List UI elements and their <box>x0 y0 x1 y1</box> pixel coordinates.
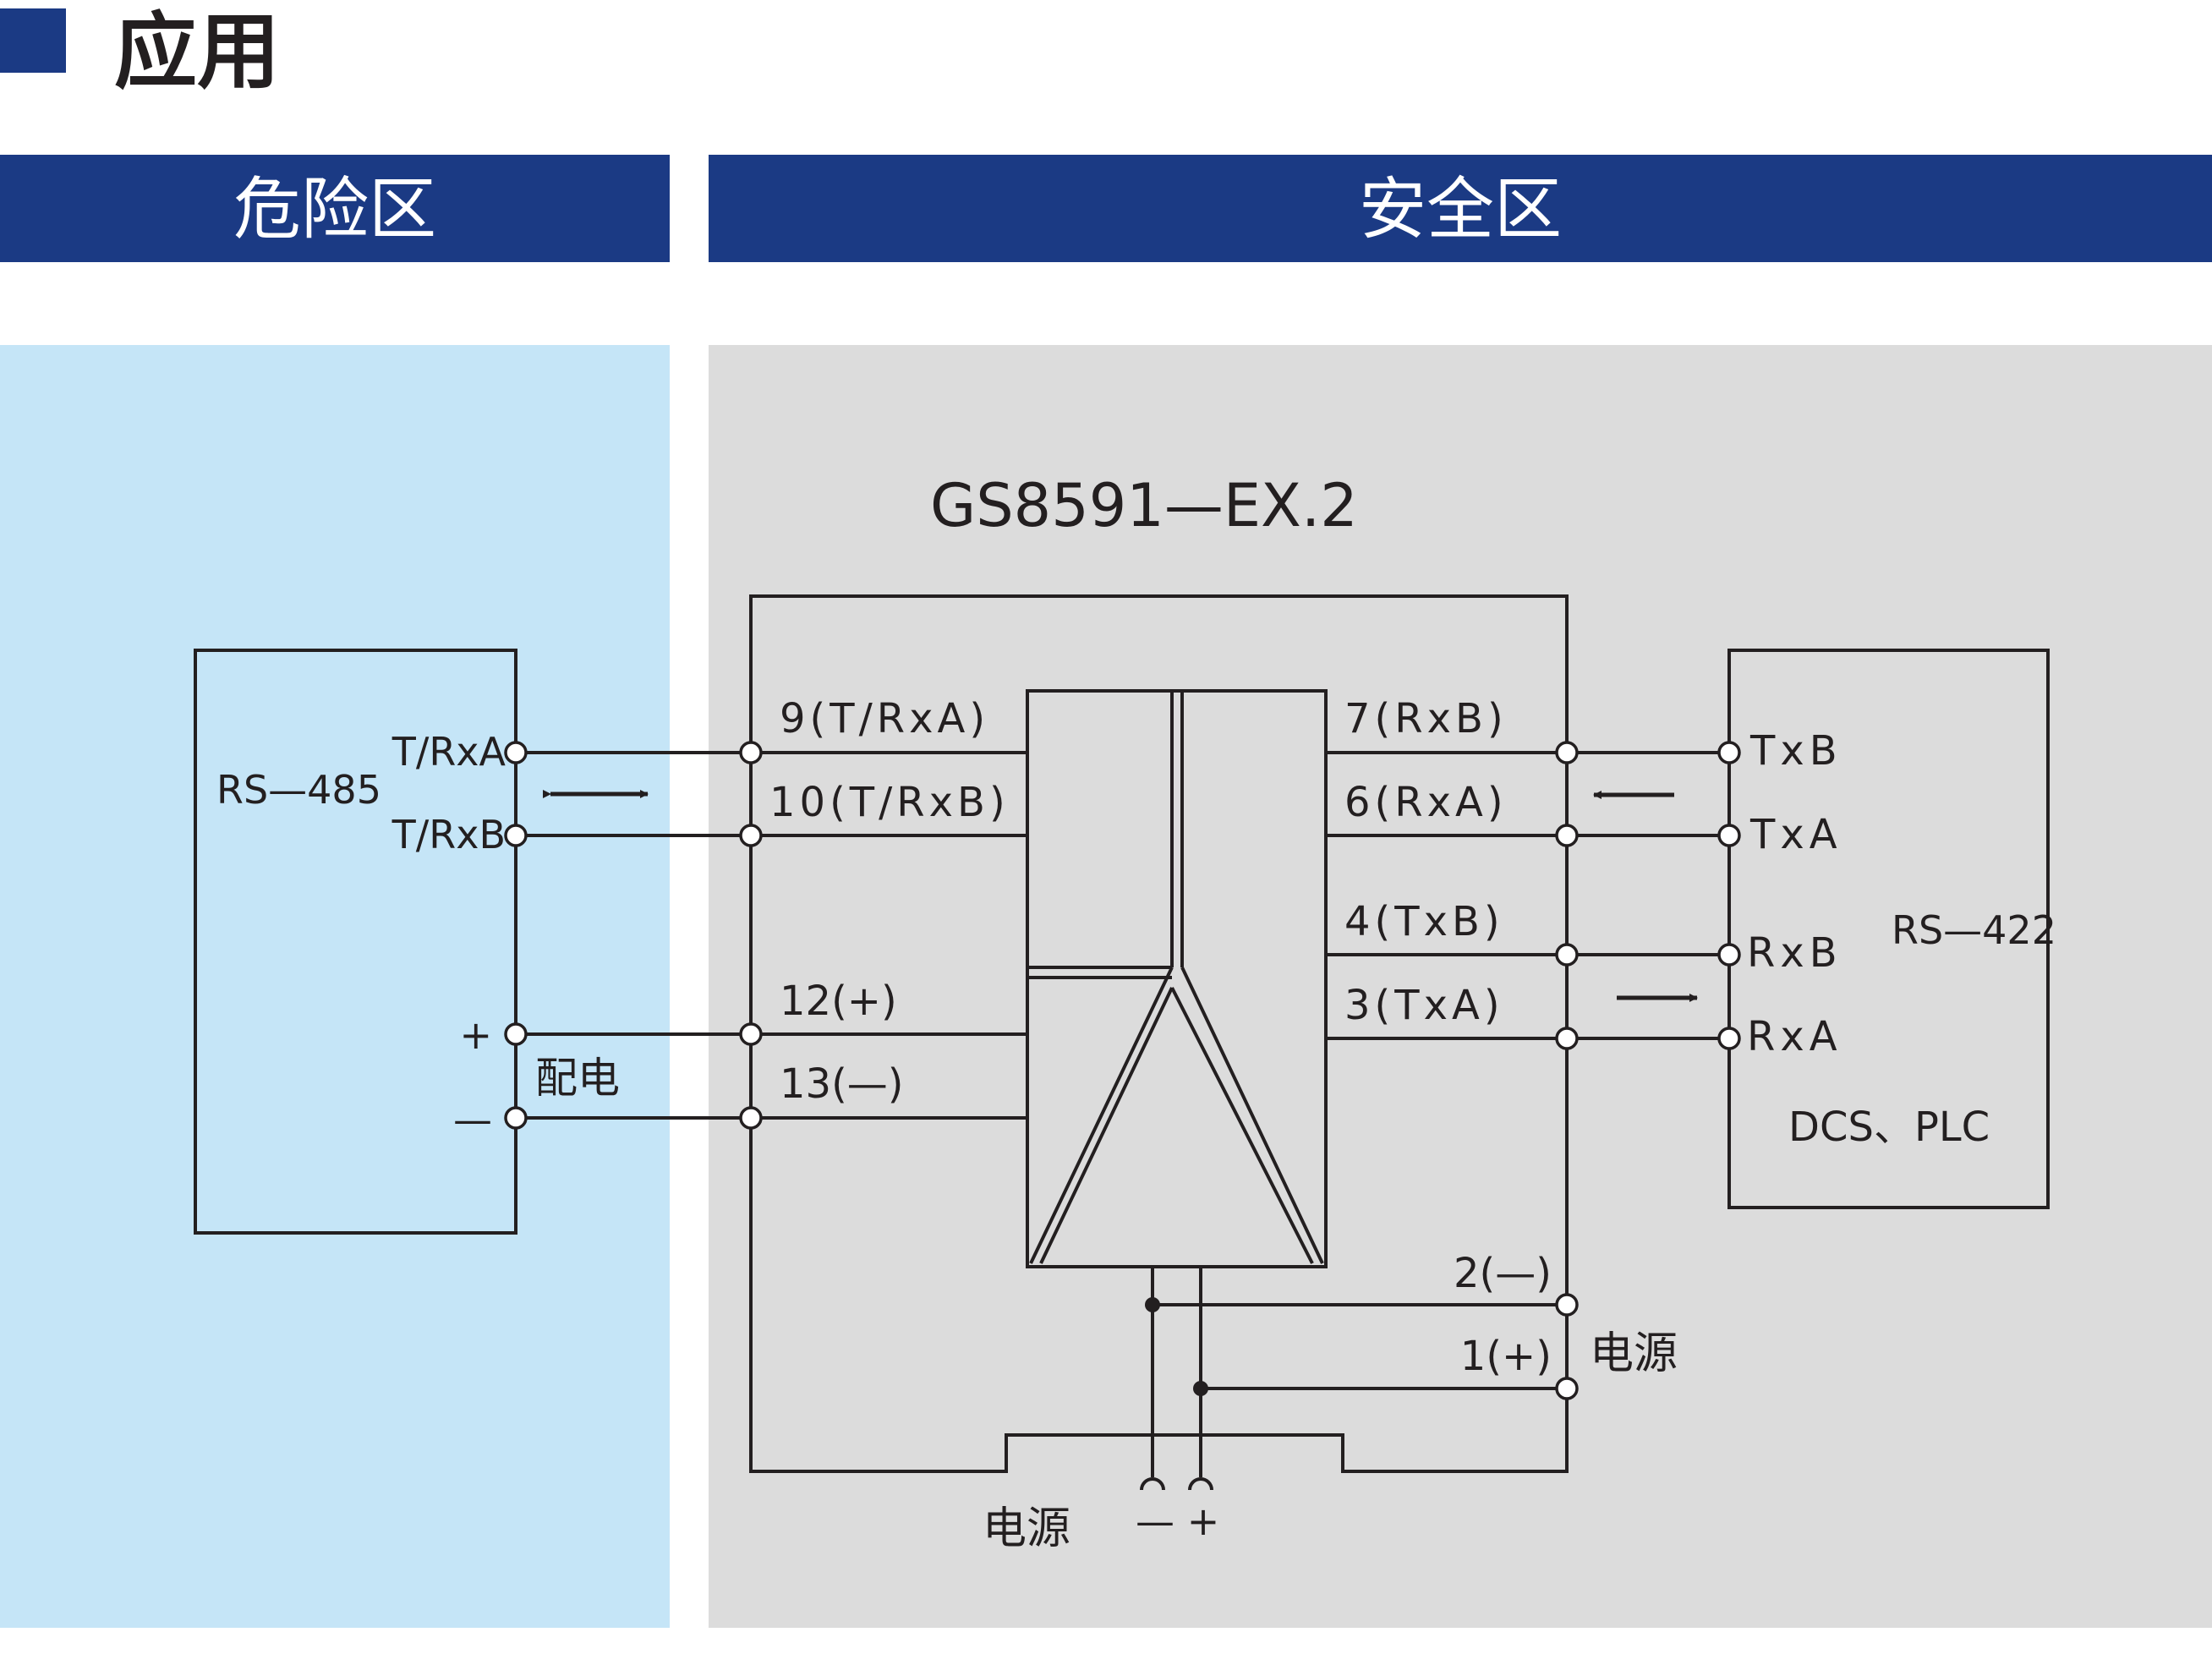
rs485-pin-label-trxb: T/RxB <box>391 812 506 857</box>
pin-label-1: 1(+) <box>1460 1333 1552 1380</box>
terminal-host-rxb <box>1717 943 1741 967</box>
terminal-pin-12 <box>739 1022 763 1046</box>
hazardous-zone-band <box>0 155 670 262</box>
rs422-device-label: RS—422 <box>1892 907 2056 953</box>
host-system-label: DCS、PLC <box>1788 1104 1990 1151</box>
rs485-pin-label-trxa: T/RxA <box>391 729 506 775</box>
pin-label-4: 4(TxB) <box>1344 898 1504 945</box>
module-model-label: GS8591—EX.2 <box>930 471 1358 540</box>
power-connector-minus <box>1140 1477 1165 1491</box>
terminal-pin-6 <box>1555 824 1579 847</box>
rs422-device-box <box>1727 649 2050 1209</box>
terminal-host-rxa <box>1717 1027 1741 1050</box>
module-power-label: 电源 <box>1590 1328 1678 1379</box>
host-pin-label-txa: TxA <box>1749 811 1842 858</box>
host-pin-label-txb: TxB <box>1749 727 1842 775</box>
rs485-device-label: RS—485 <box>216 767 381 813</box>
pin-label-9: 9(T/RxA) <box>780 695 989 742</box>
terminal-rs485-trxb <box>504 824 528 847</box>
terminal-host-txb <box>1717 741 1741 764</box>
terminal-pin-4 <box>1555 943 1579 967</box>
junction-dot-minus <box>1145 1297 1160 1312</box>
terminal-field-minus <box>504 1106 528 1130</box>
field-plus-label: + <box>459 1012 492 1058</box>
rs485-device-box <box>194 649 517 1235</box>
safe-zone-area <box>709 345 2212 1628</box>
pin-label-10: 10(T/RxB) <box>769 779 1010 826</box>
title-marker <box>0 8 66 73</box>
terminal-rs485-trxa <box>504 741 528 764</box>
terminal-pin-1 <box>1555 1377 1579 1400</box>
pin-label-6: 6(RxA) <box>1344 779 1508 826</box>
module-enclosure <box>749 594 1569 1473</box>
junction-dot-plus <box>1193 1381 1208 1396</box>
pin-label-7: 7(RxB) <box>1344 695 1508 742</box>
host-pin-label-rxb: RxB <box>1747 929 1842 977</box>
power-connector-plus <box>1188 1477 1213 1491</box>
safe-zone-band <box>709 155 2212 262</box>
isolation-block <box>1026 689 1328 1268</box>
section-title: 应用 <box>114 4 280 101</box>
safe-zone-label: 安全区 <box>1359 170 1562 249</box>
terminal-pin-13 <box>739 1106 763 1130</box>
hazardous-zone-label: 危险区 <box>233 170 436 249</box>
terminal-pin-3 <box>1555 1027 1579 1050</box>
terminal-pin-10 <box>739 824 763 847</box>
host-pin-label-rxa: RxA <box>1747 1013 1842 1060</box>
pin-label-13: 13(—) <box>780 1060 904 1108</box>
bottom-plus-label: + <box>1187 1498 1220 1544</box>
field-minus-label: — <box>453 1097 492 1142</box>
terminal-pin-7 <box>1555 741 1579 764</box>
terminal-host-txa <box>1717 824 1741 847</box>
bottom-minus-label: — <box>1136 1498 1174 1544</box>
bottom-power-label: 电源 <box>983 1503 1070 1554</box>
terminal-pin-9 <box>739 741 763 764</box>
hazardous-zone-area <box>0 345 670 1628</box>
terminal-field-plus <box>504 1022 528 1046</box>
pin-label-12: 12(+) <box>780 978 897 1025</box>
pin-label-3: 3(TxA) <box>1344 982 1504 1029</box>
pin-label-2: 2(—) <box>1454 1250 1552 1297</box>
field-supply-label: 配电 <box>535 1054 620 1103</box>
terminal-pin-2 <box>1555 1293 1579 1317</box>
